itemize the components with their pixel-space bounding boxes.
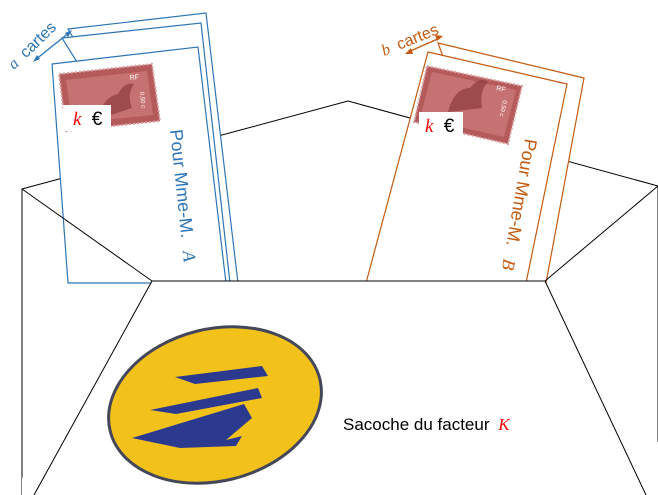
right-price-tag-bg — [419, 112, 463, 137]
right-count-arrowhead-end — [435, 35, 443, 41]
right-price-label: k € — [425, 116, 455, 137]
envelope-left-lower-edge — [33, 280, 153, 495]
left-count-arrow — [34, 31, 71, 61]
bag-label: Sacoche du facteur K — [343, 415, 511, 434]
right-count-arrowhead-start — [405, 48, 413, 54]
left-price-label: k € — [73, 109, 103, 130]
logo-bird-stripe-1 — [175, 366, 268, 384]
la-poste-logo — [107, 325, 323, 485]
left-count-arrowhead-end — [65, 30, 72, 37]
stamp-rf-label: RF — [129, 74, 139, 82]
left-count-arrowhead-start — [33, 55, 40, 62]
stamp-value-label: 0,50 c — [498, 100, 507, 117]
stamp-rf-label: RF — [496, 85, 507, 94]
envelope-right-fold — [544, 185, 658, 282]
left-price-tag-bg — [63, 105, 111, 131]
envelope-right-lower-edge — [544, 280, 647, 495]
right-card-bundle: RF 0,50 c k € Pour Mme-M. B b cartes — [365, 21, 585, 284]
stamp-value-label: 0,50 c — [138, 92, 146, 109]
envelope-left-fold — [21, 188, 153, 282]
left-card-bundle: RF 0,50 c k € Pour Mme-M. A a cartes — [5, 12, 239, 284]
logo-bird-stripe-2 — [150, 388, 262, 414]
logo-bird-wing — [132, 404, 252, 448]
right-count-arrow — [407, 37, 441, 53]
